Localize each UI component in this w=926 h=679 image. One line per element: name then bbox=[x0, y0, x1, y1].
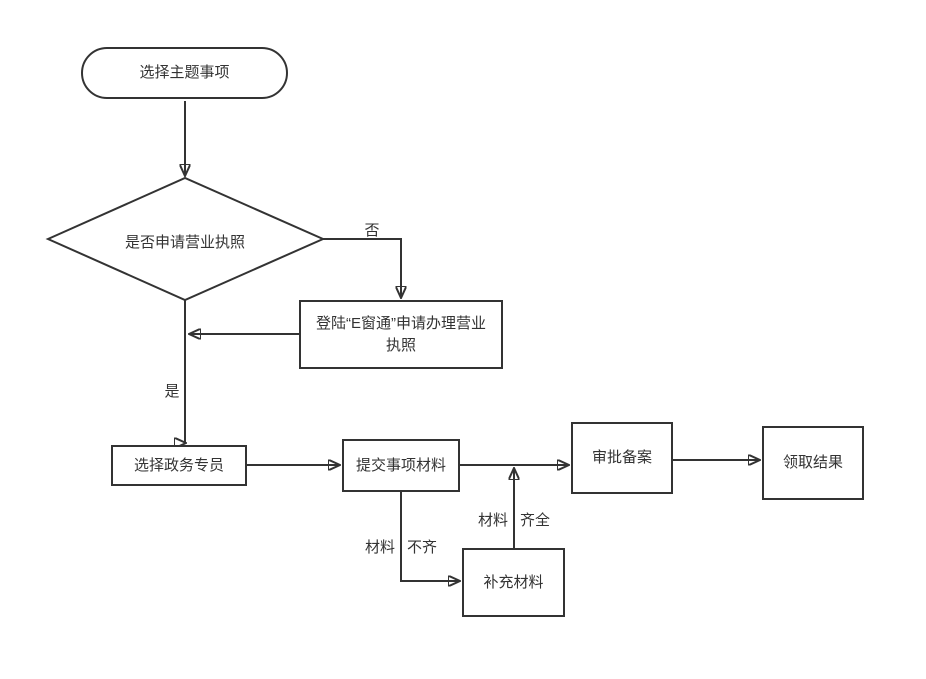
edge-label-materials-complete-left: 材料 bbox=[477, 512, 508, 529]
edge-label-materials-incomplete-left: 材料 bbox=[364, 539, 395, 556]
edge-label-materials-complete-right: 齐全 bbox=[520, 512, 551, 529]
node-decision: 是否申请营业执照 bbox=[85, 231, 285, 252]
node-supplement-materials-label: 补充材料 bbox=[483, 573, 544, 591]
edge-decision-no-to-login bbox=[323, 238, 401, 298]
edge-submit-to-supplement bbox=[400, 492, 460, 581]
node-receive-result: 领取结果 bbox=[762, 426, 864, 500]
node-start-label: 选择主题事项 bbox=[139, 64, 230, 81]
node-submit-materials-label: 提交事项材料 bbox=[355, 456, 446, 474]
node-submit-materials: 提交事项材料 bbox=[342, 439, 460, 492]
node-select-specialist-label: 选择政务专员 bbox=[133, 456, 224, 474]
node-login-label: 登陆“E窗通”申请办理营业执照 bbox=[316, 314, 486, 354]
node-approval-filing-label: 审批备案 bbox=[591, 449, 652, 466]
edge-label-materials-complete: 材料 齐全 bbox=[454, 509, 574, 530]
node-decision-label: 是否申请营业执照 bbox=[124, 234, 245, 251]
node-login-echuangtong: 登陆“E窗通”申请办理营业执照 bbox=[299, 300, 503, 369]
node-approval-filing: 审批备案 bbox=[571, 422, 673, 494]
edge-decision-yes-to-specialist bbox=[185, 300, 186, 443]
edge-label-materials-incomplete-right: 不齐 bbox=[407, 539, 438, 556]
node-select-specialist: 选择政务专员 bbox=[111, 445, 247, 486]
node-receive-result-label: 领取结果 bbox=[782, 454, 843, 471]
node-supplement-materials: 补充材料 bbox=[462, 548, 565, 617]
edge-label-materials-incomplete: 材料 不齐 bbox=[341, 536, 461, 557]
node-start: 选择主题事项 bbox=[81, 47, 288, 99]
edge-label-yes: 是 bbox=[164, 383, 180, 400]
edge-label-no: 否 bbox=[364, 222, 380, 239]
